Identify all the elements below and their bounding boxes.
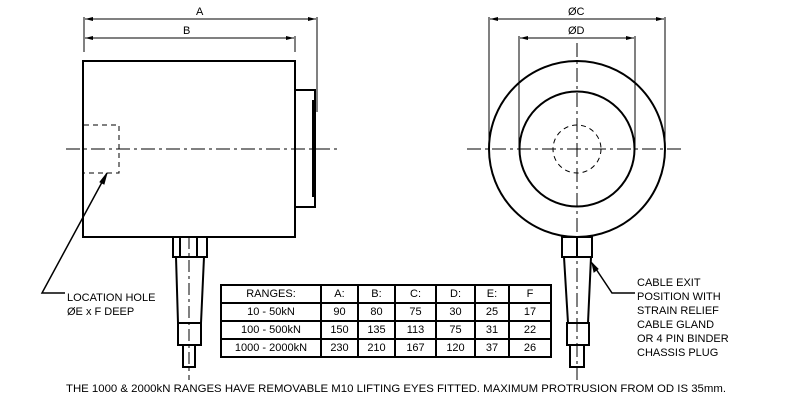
gland-ferrule [566, 322, 590, 346]
table-cell: 30 [435, 302, 476, 322]
header-cell: A: [320, 284, 359, 304]
table-cell: 75 [394, 302, 437, 322]
side-view [40, 17, 340, 380]
table-cell: 100 - 500kN [220, 320, 322, 340]
location-hole-callout-line-1: LOCATION HOLE [67, 292, 155, 304]
cable-exit-callout-line-1: CABLE EXIT [637, 277, 701, 289]
table-cell: 90 [320, 302, 359, 322]
strain-relief [175, 256, 205, 324]
footnote: THE 1000 & 2000kN RANGES HAVE REMOVABLE … [66, 383, 726, 395]
header-cell: F [508, 284, 552, 304]
table-cell: 75 [435, 320, 476, 340]
table-cell: 37 [474, 338, 510, 358]
table-cell: 167 [394, 338, 437, 358]
dimension-b-label: B [183, 25, 190, 37]
dimension-c-label: ØC [568, 6, 585, 18]
header-cell: RANGES: [220, 284, 322, 304]
load-cell-body [82, 60, 296, 238]
cable-exit-callout-line-2: POSITION WITH [637, 291, 721, 303]
table-cell: 22 [508, 320, 552, 340]
cable-exit-leader [591, 262, 635, 294]
leader-arrowhead [591, 261, 599, 273]
header-cell: E: [474, 284, 510, 304]
table-cell: 150 [320, 320, 359, 340]
header-cell: D: [435, 284, 476, 304]
strain-relief [563, 256, 592, 324]
dimension-a-label: A [196, 6, 204, 18]
header-cell: C: [394, 284, 437, 304]
cable-exit-callout-line-6: CHASSIS PLUG [637, 347, 718, 359]
header-cell: B: [357, 284, 396, 304]
table-row: 10 - 50kN 90 80 75 30 25 17 [220, 302, 552, 322]
table-cell: 1000 - 2000kN [220, 338, 322, 358]
cable-exit-callout-line-3: STRAIN RELIEF [637, 305, 719, 317]
dimensions-table: RANGES: A: B: C: D: E: F 10 - 50kN 90 80… [220, 284, 552, 358]
location-hole-leader [40, 172, 108, 294]
table-cell: 25 [474, 302, 510, 322]
table-cell: 17 [508, 302, 552, 322]
table-cell: 230 [320, 338, 359, 358]
table-row: 100 - 500kN 150 135 113 75 31 22 [220, 320, 552, 340]
table-header-row: RANGES: A: B: C: D: E: F [220, 284, 552, 304]
table-cell: 135 [357, 320, 396, 340]
table-cell: 113 [394, 320, 437, 340]
table-row: 1000 - 2000kN 230 210 167 120 37 26 [220, 338, 552, 358]
table-cell: 210 [357, 338, 396, 358]
table-cell: 10 - 50kN [220, 302, 322, 322]
table-cell: 26 [508, 338, 552, 358]
table-cell: 120 [435, 338, 476, 358]
end-view [467, 17, 685, 380]
cable-exit-callout-line-5: OR 4 PIN BINDER [637, 333, 729, 345]
table-cell: 31 [474, 320, 510, 340]
cable-exit-callout-line-4: CABLE GLAND [637, 319, 714, 331]
table-cell: 80 [357, 302, 396, 322]
location-hole-callout-line-2: ØE x F DEEP [67, 306, 134, 318]
leader-arrowhead [99, 172, 108, 185]
cable [569, 344, 585, 368]
gland-nut [172, 236, 208, 258]
dimension-d-label: ØD [568, 25, 585, 37]
